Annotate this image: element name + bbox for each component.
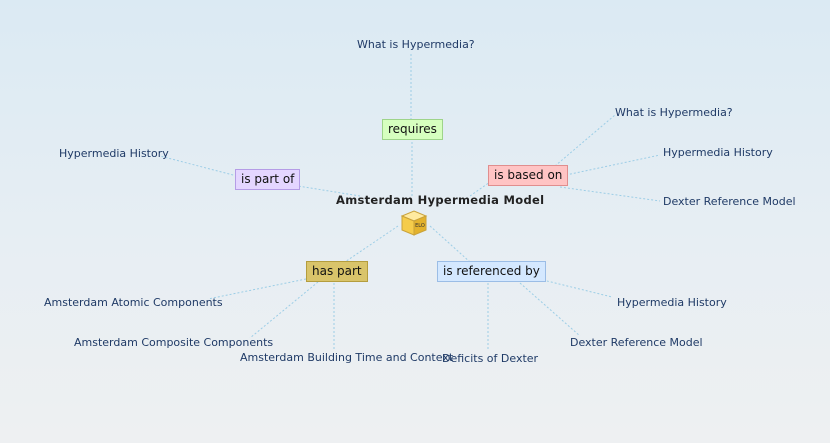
link-is-referenced-by-target-3 bbox=[519, 282, 581, 337]
is-part-of-target-hypermedia-history[interactable]: Hypermedia History bbox=[59, 147, 169, 160]
link-has-part-target-1 bbox=[207, 278, 307, 300]
relation-is-referenced-by[interactable]: is referenced by bbox=[437, 261, 546, 282]
link-has-part-target-2 bbox=[249, 281, 319, 339]
is-referenced-by-target-dexter-reference-model[interactable]: Dexter Reference Model bbox=[570, 336, 703, 349]
is-based-on-target-dexter-reference-model[interactable]: Dexter Reference Model bbox=[663, 195, 796, 208]
link-center-is-referenced-by bbox=[429, 225, 471, 263]
link-center-is-part-of bbox=[297, 185, 361, 197]
cube-icon-label: ELO bbox=[415, 223, 425, 229]
relation-is-part-of[interactable]: is part of bbox=[235, 169, 301, 190]
is-based-on-target-what-is-hypermedia[interactable]: What is Hypermedia? bbox=[615, 106, 733, 119]
relation-requires[interactable]: requires bbox=[382, 119, 443, 140]
has-part-target-atomic-components[interactable]: Amsterdam Atomic Components bbox=[44, 296, 223, 309]
is-referenced-by-target-hypermedia-history[interactable]: Hypermedia History bbox=[617, 296, 727, 309]
is-referenced-by-target-deficits-of-dexter[interactable]: Deficits of Dexter bbox=[442, 352, 539, 365]
relation-has-part[interactable]: has part bbox=[306, 261, 368, 282]
link-is-based-on-target-1 bbox=[554, 114, 616, 167]
center-concept-title[interactable]: Amsterdam Hypermedia Model bbox=[336, 193, 545, 207]
has-part-target-composite-components[interactable]: Amsterdam Composite Components bbox=[74, 336, 274, 349]
has-part-target-building-time-context[interactable]: Amsterdam Building Time and Context bbox=[240, 351, 454, 364]
cube-icon[interactable]: ELO bbox=[398, 208, 430, 242]
link-is-based-on-target-2 bbox=[565, 154, 661, 176]
link-is-part-of-target bbox=[159, 155, 238, 177]
requires-target-what-is-hypermedia[interactable]: What is Hypermedia? bbox=[357, 38, 475, 51]
link-center-has-part bbox=[344, 225, 399, 263]
link-is-based-on-target-3 bbox=[559, 186, 661, 202]
link-center-is-based-on bbox=[469, 181, 491, 197]
is-based-on-target-hypermedia-history[interactable]: Hypermedia History bbox=[663, 146, 773, 159]
link-is-referenced-by-target-2 bbox=[542, 279, 613, 298]
relation-is-based-on[interactable]: is based on bbox=[488, 165, 569, 186]
